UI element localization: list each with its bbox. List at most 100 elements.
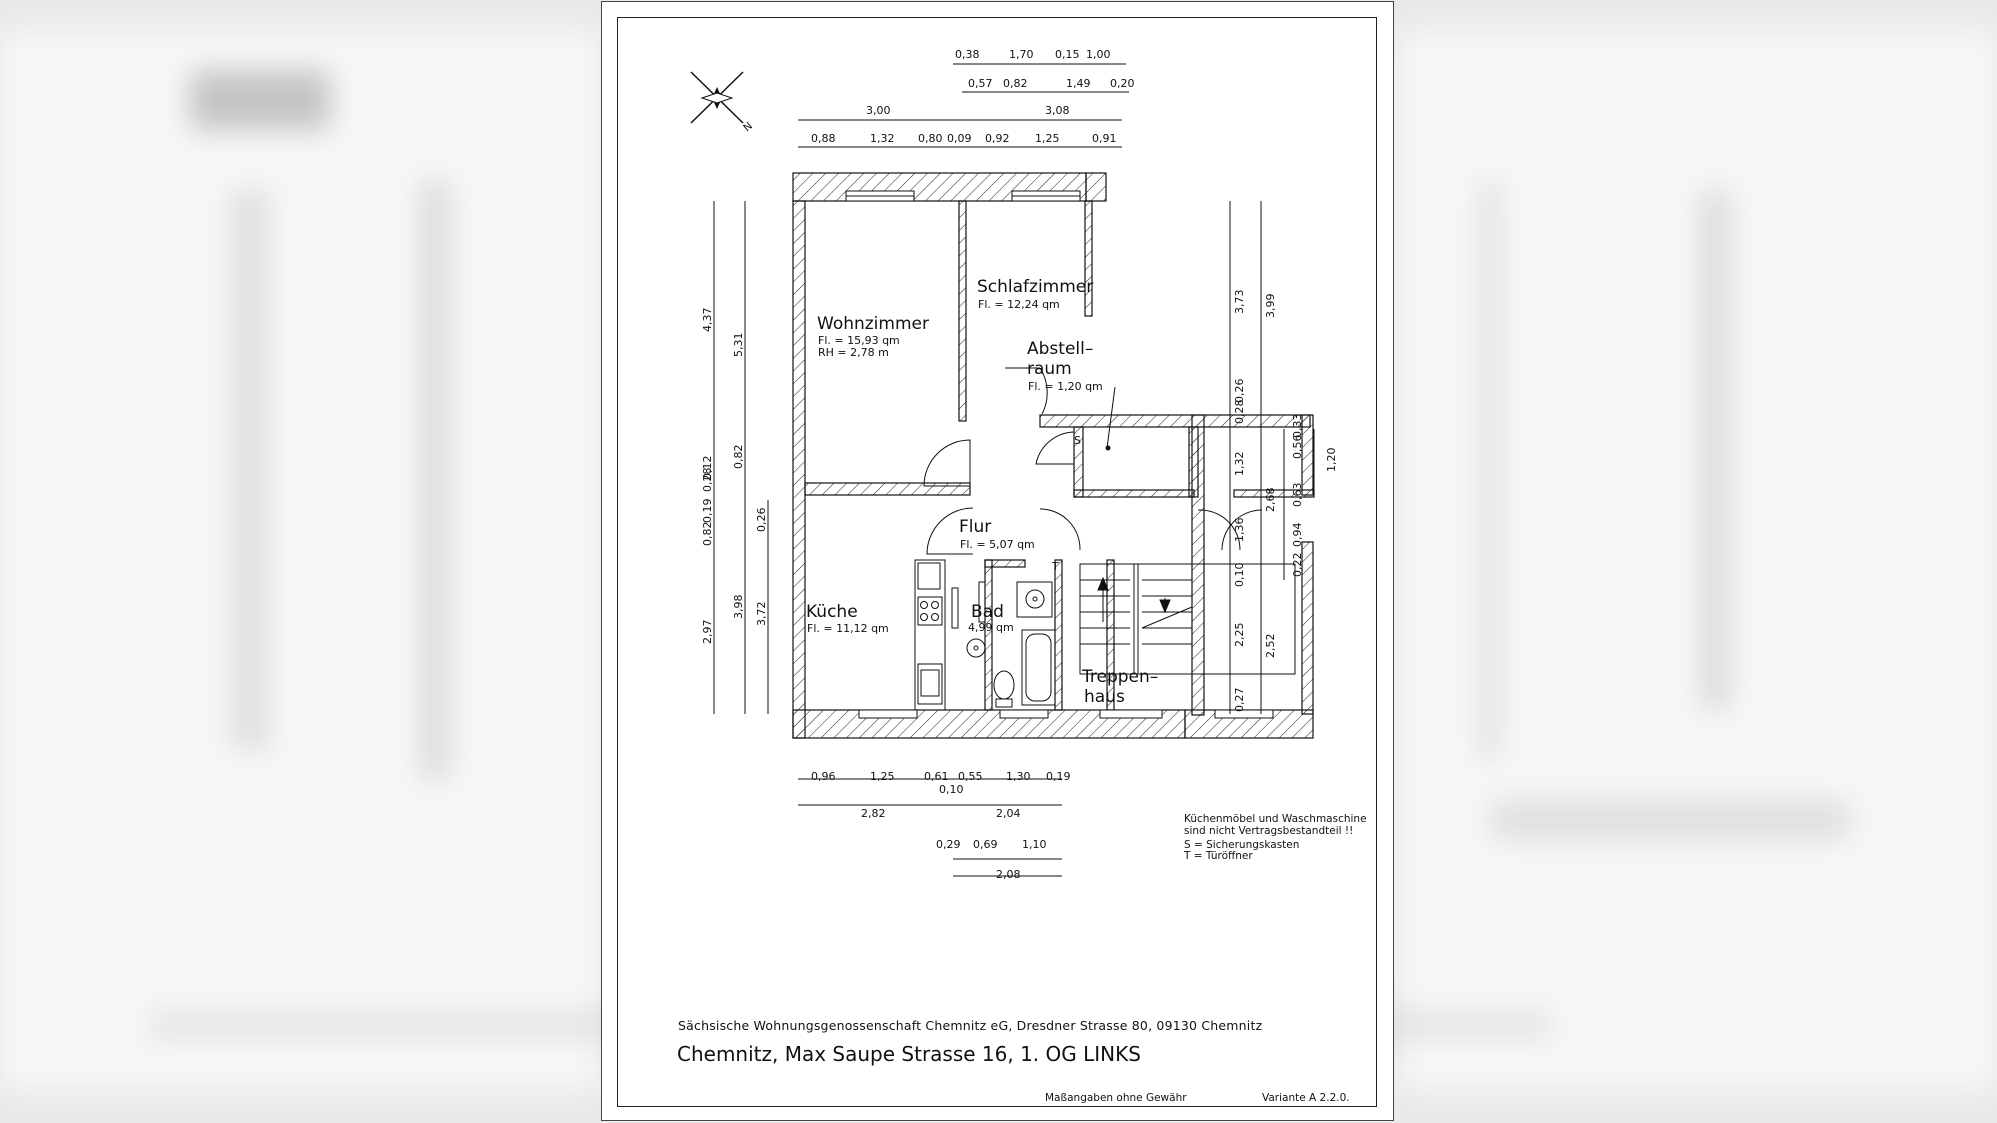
svg-text:0,88: 0,88 <box>811 132 836 145</box>
svg-text:0,28: 0,28 <box>1233 400 1246 425</box>
svg-text:3,08: 3,08 <box>1045 104 1070 117</box>
svg-text:0,19: 0,19 <box>701 499 714 524</box>
svg-text:0,15: 0,15 <box>1055 48 1080 61</box>
room-area-wohnzimmer: Fl. = 15,93 qm <box>818 334 900 347</box>
dims-top: 0,38 1,70 0,15 1,00 0,57 0,82 1,49 0,20 … <box>811 48 1135 145</box>
svg-text:0,10: 0,10 <box>939 783 964 796</box>
room-area-flur: Fl. = 5,07 qm <box>960 538 1035 551</box>
svg-text:0,61: 0,61 <box>924 770 949 783</box>
address-line: Chemnitz, Max Saupe Strasse 16, 1. OG LI… <box>677 1042 1141 1066</box>
svg-text:0,80: 0,80 <box>918 132 943 145</box>
room-height-wohnzimmer: RH = 2,78 m <box>818 346 889 359</box>
room-name-kueche: Küche <box>806 602 858 622</box>
staircase <box>1079 563 1296 675</box>
svg-text:3,99: 3,99 <box>1264 294 1277 319</box>
bathroom-fixtures <box>966 581 1056 708</box>
svg-text:0,22: 0,22 <box>1291 553 1304 578</box>
doors <box>923 367 1263 555</box>
svg-text:1,70: 1,70 <box>1009 48 1034 61</box>
svg-text:0,82: 0,82 <box>732 445 745 470</box>
svg-text:0,28: 0,28 <box>701 468 714 493</box>
svg-text:3,98: 3,98 <box>732 595 745 620</box>
svg-text:0,29: 0,29 <box>936 838 961 851</box>
svg-text:0,91: 0,91 <box>1092 132 1117 145</box>
room-name-abstellraum-1: Abstell– <box>1027 339 1093 359</box>
variant-label: Variante A 2.2.0. <box>1262 1092 1350 1104</box>
floor-plan-sheet: N <box>601 1 1394 1121</box>
svg-text:2,08: 2,08 <box>996 868 1021 881</box>
dimension-lines <box>713 63 1315 877</box>
svg-text:1,25: 1,25 <box>1035 132 1060 145</box>
svg-text:1,10: 1,10 <box>1022 838 1047 851</box>
svg-text:0,69: 0,69 <box>973 838 998 851</box>
svg-text:0,82: 0,82 <box>1003 77 1028 90</box>
svg-text:sind nicht Vertragsbestandteil: sind nicht Vertragsbestandteil !! <box>1184 825 1353 837</box>
storage-details <box>1105 386 1116 451</box>
kitchen-furniture <box>914 559 959 711</box>
svg-text:0,96: 0,96 <box>811 770 836 783</box>
disclaimer: Maßangaben ohne Gewähr <box>1045 1092 1187 1104</box>
svg-text:2,82: 2,82 <box>861 807 886 820</box>
svg-text:4,37: 4,37 <box>701 308 714 333</box>
floor-plan: N <box>677 48 1367 1104</box>
windows <box>845 190 1274 719</box>
door-opener-mark: T <box>1051 560 1059 573</box>
svg-text:Küchenmöbel und Waschmaschine: Küchenmöbel und Waschmaschine <box>1184 813 1367 825</box>
compass-north-label: N <box>741 120 755 134</box>
sheet-frame <box>617 17 1377 1107</box>
room-name-bad: Bad <box>971 602 1004 622</box>
svg-text:0,20: 0,20 <box>1110 77 1135 90</box>
svg-text:0,57: 0,57 <box>968 77 993 90</box>
dims-left: 4,37 0,12 0,28 0,19 0,82 2,97 5,31 0,82 … <box>701 308 768 645</box>
room-name-treppenhaus-1: Treppen– <box>1081 667 1158 687</box>
room-labels: Wohnzimmer Fl. = 15,93 qm RH = 2,78 m Sc… <box>806 277 1158 707</box>
room-area-bad: 4,99 qm <box>968 621 1014 634</box>
svg-text:0,10: 0,10 <box>1233 563 1246 588</box>
svg-text:3,00: 3,00 <box>866 104 891 117</box>
room-name-treppenhaus-2: haus <box>1084 687 1125 707</box>
svg-text:1,49: 1,49 <box>1066 77 1091 90</box>
room-area-kueche: Fl. = 11,12 qm <box>807 622 889 635</box>
svg-text:1,25: 1,25 <box>870 770 895 783</box>
svg-text:0,26: 0,26 <box>755 508 768 533</box>
svg-text:1,36: 1,36 <box>1233 518 1246 543</box>
svg-text:0,92: 0,92 <box>985 132 1010 145</box>
svg-text:0,12: 0,12 <box>701 456 714 481</box>
dims-bottom: 0,96 1,25 0,61 0,55 1,30 0,19 0,10 2,82 … <box>811 770 1071 881</box>
svg-text:0,27: 0,27 <box>1233 688 1246 713</box>
svg-text:S = Sicherungskasten: S = Sicherungskasten <box>1184 839 1299 851</box>
svg-text:3,73: 3,73 <box>1233 290 1246 315</box>
svg-text:0,94: 0,94 <box>1291 523 1304 548</box>
room-area-schlafzimmer: Fl. = 12,24 qm <box>978 298 1060 311</box>
room-name-abstellraum-2: raum <box>1027 359 1072 379</box>
footer: Sächsische Wohnungsgenossenschaft Chemni… <box>677 1018 1350 1104</box>
compass-icon: N <box>690 71 755 134</box>
svg-text:0,56: 0,56 <box>1291 435 1304 460</box>
room-name-schlafzimmer: Schlafzimmer <box>977 277 1093 297</box>
svg-text:2,97: 2,97 <box>701 620 714 645</box>
svg-text:0,82: 0,82 <box>701 522 714 547</box>
svg-text:2,52: 2,52 <box>1264 634 1277 659</box>
svg-text:1,32: 1,32 <box>870 132 895 145</box>
dims-right: 3,73 0,26 0,28 1,32 1,36 0,10 2,25 0,27 … <box>1233 290 1338 713</box>
svg-text:0,55: 0,55 <box>958 770 983 783</box>
room-area-abstellraum: Fl. = 1,20 qm <box>1028 380 1103 393</box>
svg-text:3,72: 3,72 <box>755 602 768 627</box>
svg-text:0,63: 0,63 <box>1291 483 1304 508</box>
svg-text:T = Türöffner: T = Türöffner <box>1183 850 1253 862</box>
svg-text:0,09: 0,09 <box>947 132 972 145</box>
svg-text:0,38: 0,38 <box>955 48 980 61</box>
legend-notes: Küchenmöbel und Waschmaschine sind nicht… <box>1183 813 1367 862</box>
svg-text:1,32: 1,32 <box>1233 452 1246 477</box>
svg-text:2,04: 2,04 <box>996 807 1021 820</box>
svg-text:2,25: 2,25 <box>1233 623 1246 648</box>
room-name-flur: Flur <box>959 517 991 537</box>
company-line: Sächsische Wohnungsgenossenschaft Chemni… <box>678 1018 1263 1033</box>
svg-text:1,20: 1,20 <box>1325 448 1338 473</box>
room-name-wohnzimmer: Wohnzimmer <box>817 314 929 334</box>
svg-text:1,30: 1,30 <box>1006 770 1031 783</box>
svg-text:0,26: 0,26 <box>1233 379 1246 404</box>
fusebox-mark: S <box>1074 434 1081 447</box>
svg-text:5,31: 5,31 <box>732 333 745 358</box>
